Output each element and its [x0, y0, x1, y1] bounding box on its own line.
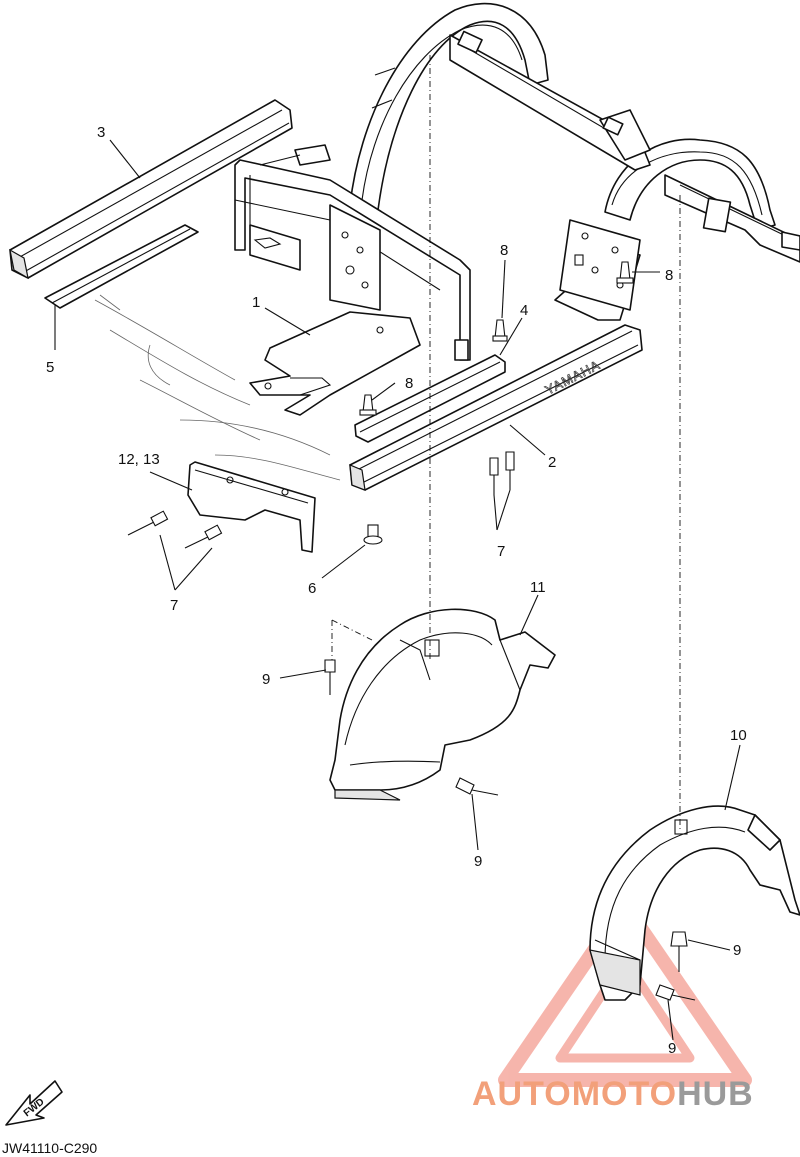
callout-8-floor: 8 [405, 375, 413, 392]
screw-9-front-left [324, 659, 336, 695]
callout-9-front-right: 9 [474, 853, 482, 870]
svg-text:AUTOMOTOHUB: AUTOMOTOHUB [472, 1075, 754, 1113]
callout-9-rear-upper: 9 [733, 942, 741, 959]
screw-7-right [184, 524, 223, 549]
callout-7-left: 7 [170, 597, 178, 614]
part-1-floor-mat [249, 311, 421, 416]
callout-9-rear-lower: 9 [668, 1040, 676, 1057]
vehicle-body-outline [94, 294, 341, 481]
watermark-triangle [498, 898, 752, 1087]
clip-8-right [616, 261, 634, 284]
screw-9-rear-upper [670, 931, 688, 972]
part-11-front-fender [329, 608, 556, 801]
callout-9-front-left: 9 [262, 671, 270, 688]
diagram-code: JW41110-C290 [2, 1140, 97, 1156]
screw-9-front-right [455, 777, 499, 796]
clip-7-pair [489, 451, 515, 495]
watermark-part1: AUTOMOTO [472, 1075, 677, 1113]
callout-5: 5 [46, 359, 54, 376]
clip-6-grommet [363, 524, 383, 545]
callout-6: 6 [308, 580, 316, 597]
watermark-part2: HUB [677, 1075, 754, 1113]
part-5-strip [44, 224, 199, 309]
callout-8-right: 8 [665, 267, 673, 284]
callout-2: 2 [548, 454, 556, 471]
frame-deck [234, 144, 471, 361]
part-12-13-shield [187, 461, 316, 553]
clip-8-floor [359, 394, 377, 416]
callout-3: 3 [97, 124, 105, 141]
alignment-lines [331, 55, 681, 830]
part-3-side-cover [9, 99, 293, 280]
callout-8-upper: 8 [500, 242, 508, 259]
frame-front-hoop [349, 2, 651, 211]
callouts: 3 5 1 8 4 8 8 2 7 12, 13 7 6 11 9 9 10 9… [46, 124, 747, 1057]
clip-8-upper [492, 319, 508, 342]
callout-12-13: 12, 13 [118, 451, 160, 468]
watermark-text: AUTOMOTOHUB [472, 1075, 754, 1113]
callout-4: 4 [520, 302, 528, 319]
callout-1: 1 [252, 294, 260, 311]
fwd-arrow: FWD [5, 1080, 63, 1126]
callout-7-right: 7 [497, 543, 505, 560]
screw-7-left [127, 510, 169, 536]
callout-10: 10 [730, 727, 747, 744]
frame-right-rail [554, 219, 641, 321]
screw-9-rear-lower [655, 984, 696, 1001]
leader-lines [54, 139, 741, 1041]
part-10-rear-fender [589, 805, 800, 1001]
callout-11: 11 [530, 579, 546, 596]
fastener-clips [127, 261, 696, 1001]
